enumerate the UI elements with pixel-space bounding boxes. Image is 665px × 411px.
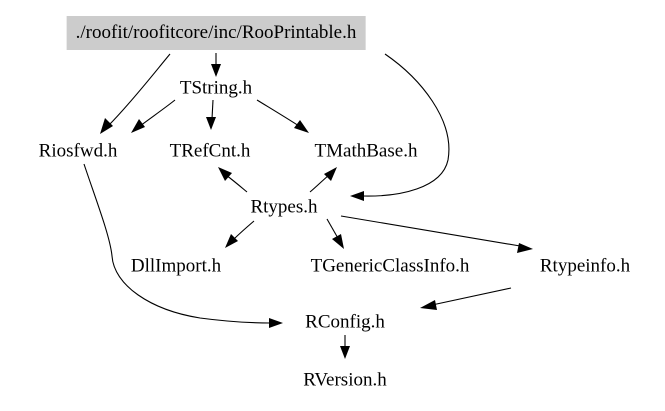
edge-tstring-to-trefcnt: [206, 99, 216, 130]
edge-rtypes-to-tgeneric: [326, 218, 344, 249]
node-dllimport-h[interactable]: DllImport.h: [131, 257, 221, 276]
node-label: TGenericClassInfo.h: [310, 255, 470, 277]
edge-root-to-tstring: [211, 53, 221, 77]
edge-rconfig-to-rversion: [340, 335, 350, 359]
node-label: Riosfwd.h: [38, 140, 118, 162]
node-rtypes-h[interactable]: Rtypes.h: [250, 198, 317, 217]
node-tstring-h[interactable]: TString.h: [180, 79, 252, 98]
node-rtypeinfo-h[interactable]: Rtypeinfo.h: [540, 257, 630, 276]
edge-riosfwd-to-rconfig: [83, 163, 283, 328]
node-rversion-h[interactable]: RVersion.h: [303, 371, 386, 390]
node-tgenericclassinfo-h[interactable]: TGenericClassInfo.h: [311, 257, 470, 276]
node-tmathbase-h[interactable]: TMathBase.h: [315, 142, 418, 161]
node-label: ./roofit/roofitcore/inc/RooPrintable.h: [75, 22, 357, 43]
edge-root-to-riosfwd: [100, 53, 171, 134]
node-label: TMathBase.h: [314, 140, 418, 162]
edge-tstring-to-riosfwd: [131, 99, 176, 133]
edge-rtypes-to-dllimport: [225, 220, 255, 248]
edge-rtypes-to-rtypeinfo: [340, 215, 533, 253]
node-label: DllImport.h: [130, 255, 222, 277]
node-trefcnt-h[interactable]: TRefCnt.h: [170, 142, 251, 161]
node-label: TString.h: [179, 77, 253, 99]
edge-root-to-rtypes: [350, 53, 450, 201]
edge-rtypeinfo-to-rconfig: [420, 287, 512, 310]
node-label: Rtypes.h: [250, 196, 318, 218]
edge-tmathbase-to-rtypes: [309, 167, 337, 193]
node-rconfig-h[interactable]: RConfig.h: [305, 313, 385, 332]
node-roo-printable-h[interactable]: ./roofit/roofitcore/inc/RooPrintable.h: [66, 16, 366, 50]
node-label: Rtypeinfo.h: [539, 255, 631, 277]
node-label: RConfig.h: [305, 311, 385, 333]
node-label: RVersion.h: [303, 369, 387, 391]
edge-trefcnt-to-rtypes: [218, 167, 248, 193]
node-label: TRefCnt.h: [169, 140, 251, 162]
node-riosfwd-h[interactable]: Riosfwd.h: [39, 142, 118, 161]
edge-tstring-to-tmathbase: [256, 99, 309, 133]
